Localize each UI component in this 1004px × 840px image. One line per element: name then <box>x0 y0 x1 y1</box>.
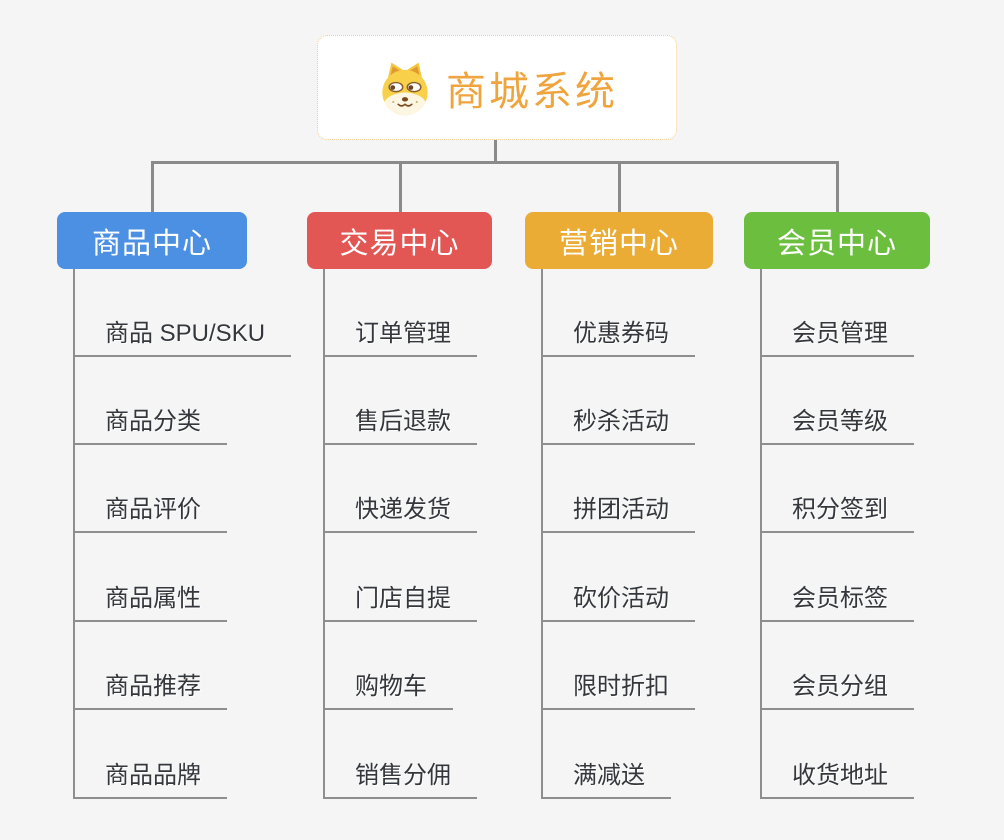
child-node[interactable]: 售后退款 <box>323 407 477 445</box>
child-node[interactable]: 商品属性 <box>73 584 227 622</box>
branch-node-trade-center[interactable]: 交易中心 <box>307 212 492 269</box>
child-node[interactable]: 商品分类 <box>73 407 227 445</box>
child-node[interactable]: 购物车 <box>323 672 453 710</box>
branch-spine-trade-center <box>323 269 325 799</box>
connector-horizontal <box>151 161 838 164</box>
child-node[interactable]: 限时折扣 <box>541 672 695 710</box>
root-node[interactable]: 商城系统 <box>317 35 677 140</box>
child-node[interactable]: 秒杀活动 <box>541 407 695 445</box>
child-node[interactable]: 订单管理 <box>323 319 477 357</box>
root-title: 商城系统 <box>446 69 618 114</box>
child-node[interactable]: 商品 SPU/SKU <box>73 319 292 357</box>
child-node[interactable]: 收货地址 <box>760 761 914 799</box>
branch-node-member-center[interactable]: 会员中心 <box>744 212 930 269</box>
child-node[interactable]: 优惠券码 <box>541 319 695 357</box>
child-node[interactable]: 销售分佣 <box>323 761 477 799</box>
child-node[interactable]: 会员标签 <box>760 584 914 622</box>
branch-spine-product-center <box>73 269 75 799</box>
child-node[interactable]: 积分签到 <box>760 495 914 533</box>
child-node[interactable]: 会员管理 <box>760 319 914 357</box>
child-node[interactable]: 会员分组 <box>760 672 914 710</box>
child-node[interactable]: 商品评价 <box>73 495 227 533</box>
child-node[interactable]: 商品推荐 <box>73 672 227 710</box>
connector-drop-2 <box>618 161 621 212</box>
child-node[interactable]: 会员等级 <box>760 407 914 445</box>
child-node[interactable]: 拼团活动 <box>541 495 695 533</box>
branch-node-marketing-center[interactable]: 营销中心 <box>525 212 713 269</box>
child-node[interactable]: 快递发货 <box>323 495 477 533</box>
branch-spine-marketing-center <box>541 269 543 799</box>
child-node[interactable]: 门店自提 <box>323 584 477 622</box>
dog-face-icon <box>382 62 428 115</box>
child-node[interactable]: 满减送 <box>541 761 671 799</box>
child-node[interactable]: 砍价活动 <box>541 584 695 622</box>
connector-drop-1 <box>398 161 402 212</box>
connector-riser <box>494 140 497 164</box>
child-node[interactable]: 商品品牌 <box>73 761 227 799</box>
connector-drop-3 <box>836 161 839 212</box>
branch-node-product-center[interactable]: 商品中心 <box>57 212 247 269</box>
branch-spine-member-center <box>760 269 762 799</box>
connector-drop-0 <box>151 161 154 212</box>
